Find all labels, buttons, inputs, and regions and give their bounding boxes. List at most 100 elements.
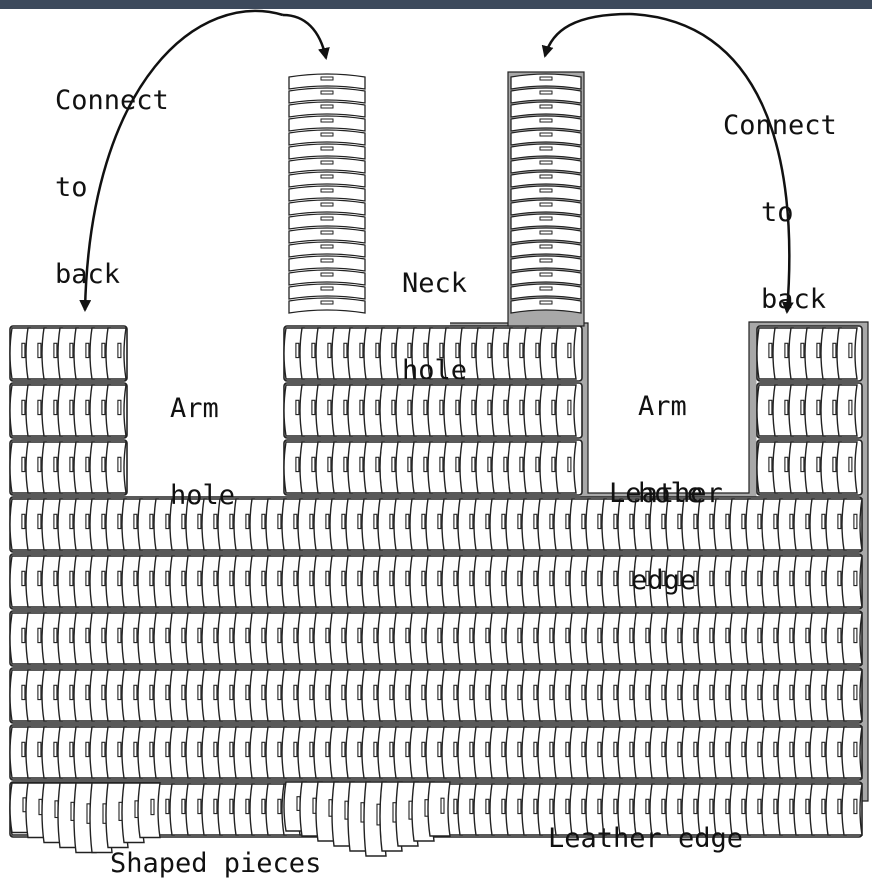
lacing-slot (101, 684, 106, 701)
lacing-slot (853, 684, 858, 701)
lacing-slot (805, 798, 810, 815)
lacing-slot (277, 513, 282, 530)
strap-scale (510, 297, 582, 314)
lacing-slot (357, 627, 362, 644)
lacing-slot (501, 798, 506, 815)
lacing-slot (245, 627, 250, 644)
scale-outline (105, 384, 127, 437)
lacing-slot (469, 627, 474, 644)
lacing-slot (613, 570, 618, 587)
lacing-slot (709, 570, 714, 587)
scale-outline (841, 498, 863, 551)
lacing-slot (407, 456, 412, 473)
lacing-slot (357, 741, 362, 758)
lacing-slot (517, 627, 522, 644)
lacing-slot (197, 741, 202, 758)
armor-scale (555, 441, 577, 494)
label-connect-right-line-2: to (761, 197, 794, 228)
scale-row (283, 325, 583, 382)
lacing-slot (503, 399, 508, 416)
lacing-slot (37, 570, 42, 587)
strap-lacing-slot (539, 174, 553, 179)
window-top-bar (0, 0, 872, 9)
lacing-slot (423, 456, 428, 473)
lacing-slot (437, 684, 442, 701)
lacing-slot (261, 513, 266, 530)
lacing-slot (597, 570, 602, 587)
lacing-slot (69, 342, 74, 359)
strap-lacing-slot (539, 216, 553, 221)
lacing-slot (471, 342, 476, 359)
lacing-slot (725, 627, 730, 644)
lacing-slot (725, 684, 730, 701)
lacing-slot (471, 456, 476, 473)
lacing-slot (533, 798, 538, 815)
lacing-slot (245, 684, 250, 701)
scale-outline (555, 441, 577, 494)
lacing-slot (549, 741, 554, 758)
lacing-slot (21, 684, 26, 701)
lacing-slot (165, 741, 170, 758)
strap-scale (288, 73, 366, 90)
scale-outline (841, 783, 863, 836)
lacing-slot (437, 513, 442, 530)
lacing-slot (805, 627, 810, 644)
lacing-slot (437, 741, 442, 758)
lacing-slot (677, 570, 682, 587)
label-arm-hole-left-line-2: hole (170, 480, 236, 511)
lacing-slot (21, 570, 26, 587)
lacing-slot (373, 741, 378, 758)
lacing-slot (149, 513, 154, 530)
lacing-slot (421, 513, 426, 530)
lacing-slot (773, 741, 778, 758)
lacing-slot (229, 684, 234, 701)
lacing-slot (213, 741, 218, 758)
lacing-slot (565, 627, 570, 644)
lacing-slot (165, 570, 170, 587)
armor-scale (836, 327, 858, 380)
lacing-slot (69, 456, 74, 473)
lacing-slot (181, 513, 186, 530)
lacing-slot (421, 627, 426, 644)
scale-outline (137, 782, 161, 839)
lacing-slot (503, 342, 508, 359)
lacing-slot (677, 741, 682, 758)
lacing-slot (693, 741, 698, 758)
lacing-slot (816, 456, 821, 473)
lacing-slot (21, 342, 26, 359)
lacing-slot (85, 399, 90, 416)
lacing-slot (277, 627, 282, 644)
strap-lacing-slot (539, 132, 553, 137)
lacing-slot (277, 741, 282, 758)
lacing-slot (535, 342, 540, 359)
lacing-slot (133, 684, 138, 701)
lacing-slot (645, 684, 650, 701)
lacing-slot (389, 570, 394, 587)
lacing-slot (181, 570, 186, 587)
label-arm-hole-right: Arm hole (638, 334, 703, 566)
lacing-slot (848, 456, 853, 473)
lacing-slot (709, 627, 714, 644)
lacing-slot (567, 399, 572, 416)
lacing-slot (741, 513, 746, 530)
lacing-slot (837, 741, 842, 758)
strap-lacing-slot (539, 118, 553, 123)
lacing-slot (391, 456, 396, 473)
arrow-connect-left-top (282, 13, 330, 60)
strap-scale (288, 255, 366, 272)
lacing-slot (661, 798, 666, 815)
armor-scale (105, 384, 127, 437)
lacing-slot (85, 741, 90, 758)
strap-scale (288, 129, 366, 146)
lacing-slot (693, 513, 698, 530)
armor-scale (825, 498, 847, 551)
lacing-slot (293, 627, 298, 644)
label-leather-edge-inner: Leather edge (609, 421, 723, 653)
lacing-slot (773, 570, 778, 587)
lacing-slot (53, 627, 58, 644)
strap-lacing-slot (539, 90, 553, 95)
armor-scale (555, 327, 577, 380)
lacing-slot (229, 798, 234, 815)
lacing-slot (581, 798, 586, 815)
lacing-slot (37, 741, 42, 758)
